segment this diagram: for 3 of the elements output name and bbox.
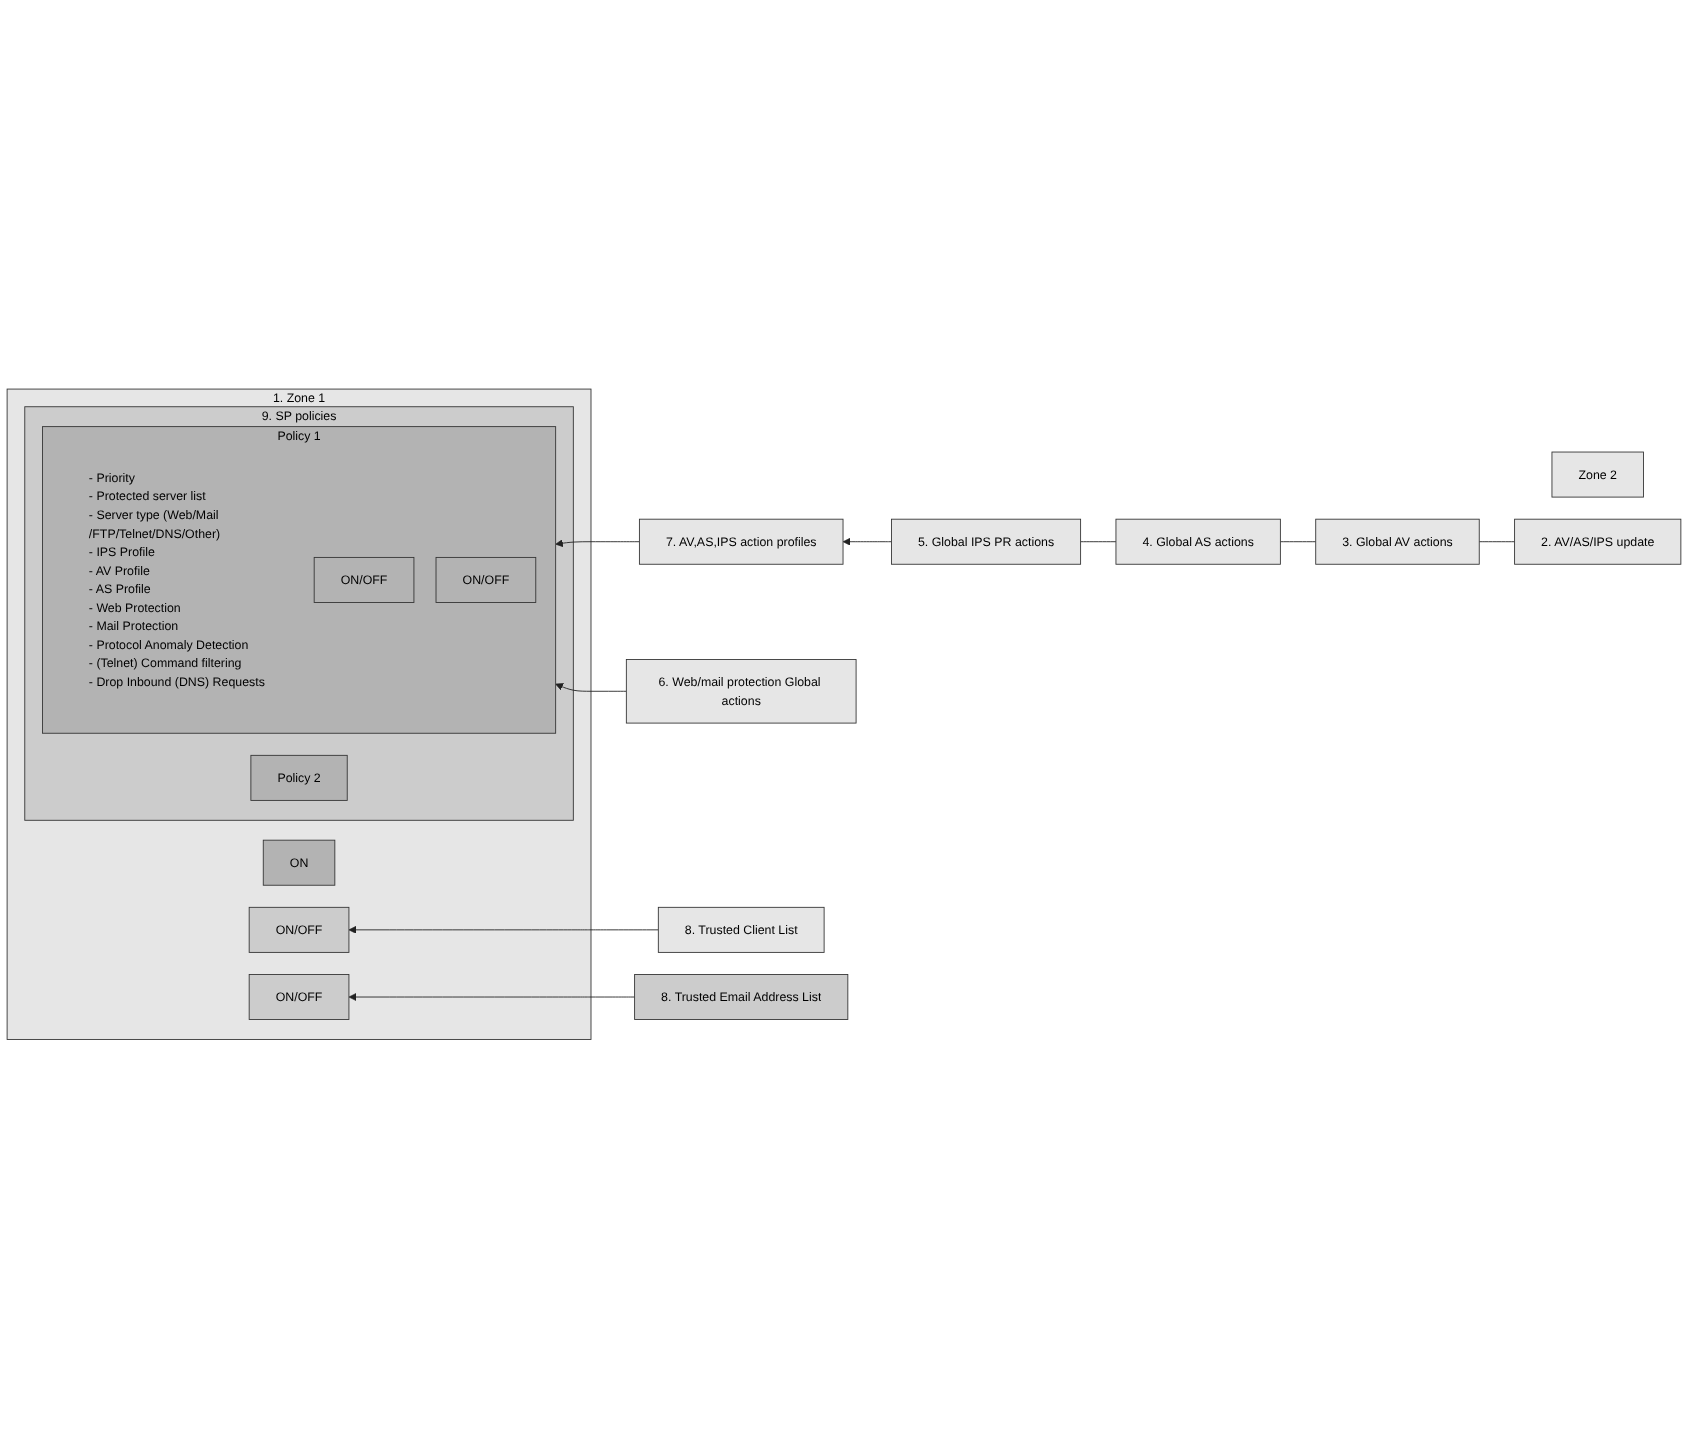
- connector: [1478, 542, 1516, 543]
- connector: [1279, 542, 1317, 543]
- connector: [1080, 542, 1117, 543]
